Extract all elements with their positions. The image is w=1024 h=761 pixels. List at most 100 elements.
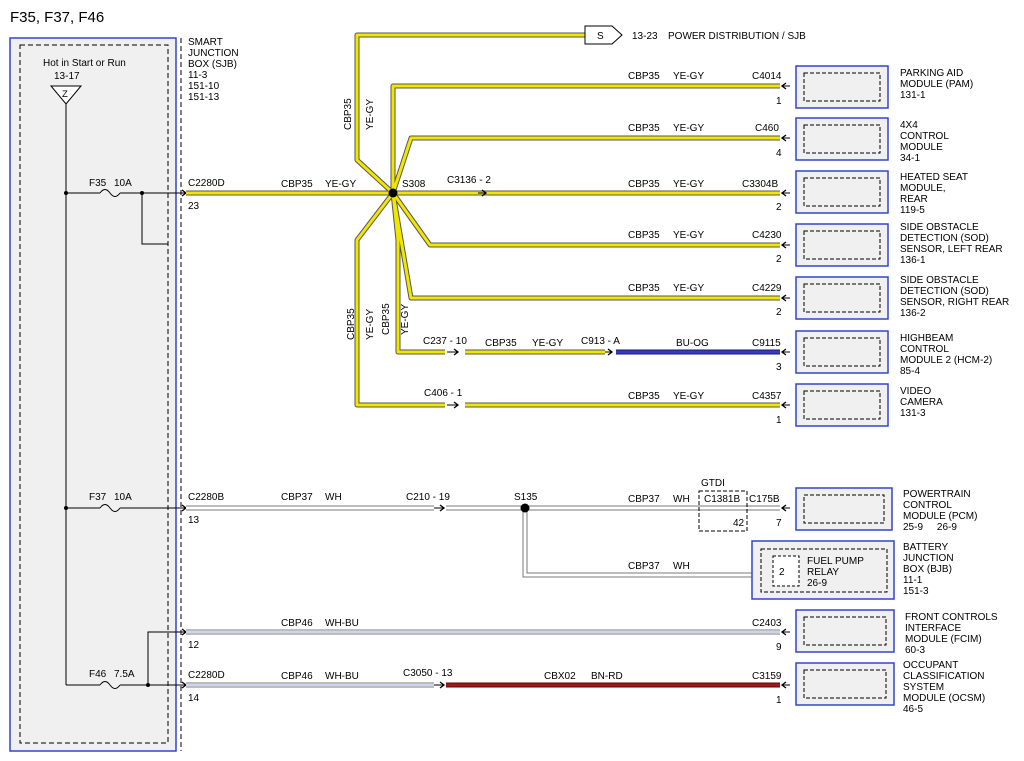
connector-c237-label: C237 - 10 (423, 336, 467, 347)
svg-text:MODULE (PAM): MODULE (PAM) (900, 79, 973, 90)
wire-label-cbp37-a: CBP37 (281, 492, 313, 503)
module-box-fcim (795, 609, 895, 653)
module-label-sod-right: SIDE OBSTACLE DETECTION (SOD) SENSOR, RI… (900, 275, 1009, 319)
wire-label-wh-c: WH (673, 561, 690, 572)
fuse-f46-rating: 7.5A (114, 669, 135, 680)
module-label-pcm: POWERTRAIN CONTROL MODULE (PCM) 25-9 26-… (903, 489, 977, 533)
svg-text:BATTERY: BATTERY (903, 542, 949, 553)
fuel-pump-line-3: 26-9 (807, 578, 827, 589)
module-label-fcim: FRONT CONTROLS INTERFACE MODULE (FCIM) 6… (905, 612, 998, 656)
hot-symbol-letter: Z (62, 89, 68, 100)
svg-text:DETECTION (SOD): DETECTION (SOD) (900, 286, 989, 297)
svg-text:INTERFACE: INTERFACE (905, 623, 961, 634)
sjb-connector-c2280b: C2280B (188, 492, 224, 503)
sjb-pin-13: 13 (188, 515, 200, 526)
module-box-sod-left (795, 223, 889, 267)
wire-label-cbx02: CBX02 (544, 671, 576, 682)
fuse-f37-name: F37 (89, 492, 107, 503)
pin-c175b: 7 (776, 518, 782, 529)
wire-label-yegy-pam: YE-GY (673, 71, 704, 82)
pin-c4014: 1 (776, 96, 782, 107)
diagram-title: F35, F37, F46 (10, 9, 104, 26)
svg-text:HEATED SEAT: HEATED SEAT (900, 172, 968, 183)
fuse-f35-rating: 10A (114, 178, 132, 189)
module-box-hsm (795, 170, 889, 214)
hot-label: Hot in Start or Run (43, 58, 126, 69)
gtdi-connector: C1381B (704, 494, 740, 505)
svg-text:BOX (SJB): BOX (SJB) (188, 59, 237, 70)
connector-c3136-label: C3136 - 2 (447, 175, 491, 186)
module-box-bjb (751, 540, 895, 600)
connector-c406-label: C406 - 1 (424, 388, 463, 399)
wire-label-yegy-sodr: YE-GY (673, 283, 704, 294)
pin-c4230: 2 (776, 254, 782, 265)
svg-text:OCCUPANT: OCCUPANT (903, 660, 958, 671)
module-label-hcm2: HIGHBEAM CONTROL MODULE 2 (HCM-2) 85-4 (900, 333, 992, 377)
fuel-pump-line-2: RELAY (807, 567, 839, 578)
wire-label-cbp37-b: CBP37 (628, 494, 660, 505)
svg-text:25-9 26-9: 25-9 26-9 (903, 522, 957, 533)
svg-text:SIDE OBSTACLE: SIDE OBSTACLE (900, 275, 979, 286)
connector-c210-label: C210 - 19 (406, 492, 450, 503)
wire-label-cbp35-cam: CBP35 (628, 391, 660, 402)
wire-label-yegy-4x4: YE-GY (673, 123, 704, 134)
wire-label-cbp35-4x4: CBP35 (628, 123, 660, 134)
power-distribution-flag: S (584, 25, 623, 45)
svg-text:151-10: 151-10 (188, 81, 220, 92)
power-dist-ref: 13-23 (632, 31, 658, 42)
pin-c3159: 1 (776, 695, 782, 706)
svg-text:CONTROL: CONTROL (903, 500, 952, 511)
wire-label-cbp46-b: CBP46 (281, 671, 313, 682)
module-label-bjb: BATTERY JUNCTION BOX (BJB) 11-1 151-3 (903, 542, 954, 597)
wire-label-cbp35-pam: CBP35 (628, 71, 660, 82)
module-box-ocsm (795, 662, 895, 706)
module-box-4x4 (795, 117, 889, 161)
wire-label-cbp35-vert-top: CBP35 (343, 98, 354, 130)
svg-text:BOX (BJB): BOX (BJB) (903, 564, 952, 575)
svg-text:136-2: 136-2 (900, 308, 926, 319)
connector-c3304b: C3304B (742, 179, 778, 190)
module-label-hsm: HEATED SEAT MODULE, REAR 119-5 (900, 172, 968, 216)
sjb-name: SMART JUNCTION BOX (SJB) 11-3 151-10 151… (188, 37, 239, 103)
svg-text:136-1: 136-1 (900, 255, 926, 266)
wire-label-cbp35-sodr: CBP35 (628, 283, 660, 294)
pin-c4229: 2 (776, 307, 782, 318)
svg-text:CAMERA: CAMERA (900, 397, 943, 408)
splice-s135-label: S135 (514, 492, 538, 503)
wire-label-cbp35-feed: CBP35 (281, 179, 313, 190)
module-box-camera (795, 383, 889, 427)
fuse-f35-name: F35 (89, 178, 107, 189)
fuel-pump-line-1: FUEL PUMP (807, 556, 864, 567)
svg-text:VIDEO: VIDEO (900, 386, 931, 397)
svg-text:85-4: 85-4 (900, 366, 920, 377)
wire-label-yegy-vert-low2: YE-GY (400, 304, 411, 335)
wire-label-buog: BU-OG (676, 338, 709, 349)
connector-c913-label: C913 - A (581, 336, 620, 347)
pin-c3304b: 2 (776, 202, 782, 213)
gtdi-pin: 42 (733, 518, 745, 529)
wire-label-yegy-vert-low1: YE-GY (365, 309, 376, 340)
svg-text:DETECTION (SOD): DETECTION (SOD) (900, 233, 989, 244)
connector-c4357: C4357 (752, 391, 782, 402)
wire-label-cbp35-sodl: CBP35 (628, 230, 660, 241)
svg-text:CLASSIFICATION: CLASSIFICATION (903, 671, 985, 682)
module-label-4x4: 4X4 CONTROL MODULE 34-1 (900, 120, 949, 164)
sjb-connector-c2280d-1: C2280D (188, 178, 225, 189)
wire-label-cbp35-hcm: CBP35 (485, 338, 517, 349)
wire-label-yegy-feed: YE-GY (325, 179, 356, 190)
svg-text:119-5: 119-5 (900, 205, 925, 216)
module-label-ocsm: OCCUPANT CLASSIFICATION SYSTEM MODULE (O… (903, 660, 985, 715)
wire-label-yegy-vert-top: YE-GY (365, 99, 376, 130)
wire-label-yegy-cam: YE-GY (673, 391, 704, 402)
svg-text:SYSTEM: SYSTEM (903, 682, 944, 693)
wire-label-wh-b: WH (673, 494, 690, 505)
connector-c3050-label: C3050 - 13 (403, 668, 453, 679)
sjb-pin-23: 23 (188, 201, 200, 212)
svg-text:PARKING AID: PARKING AID (900, 68, 963, 79)
svg-text:151-13: 151-13 (188, 92, 220, 103)
sjb-inner-dashed (19, 44, 169, 744)
connector-c9115: C9115 (752, 338, 781, 349)
fuse-f46-name: F46 (89, 669, 107, 680)
svg-text:4X4: 4X4 (900, 120, 918, 131)
wire-label-cbp37-c: CBP37 (628, 561, 660, 572)
